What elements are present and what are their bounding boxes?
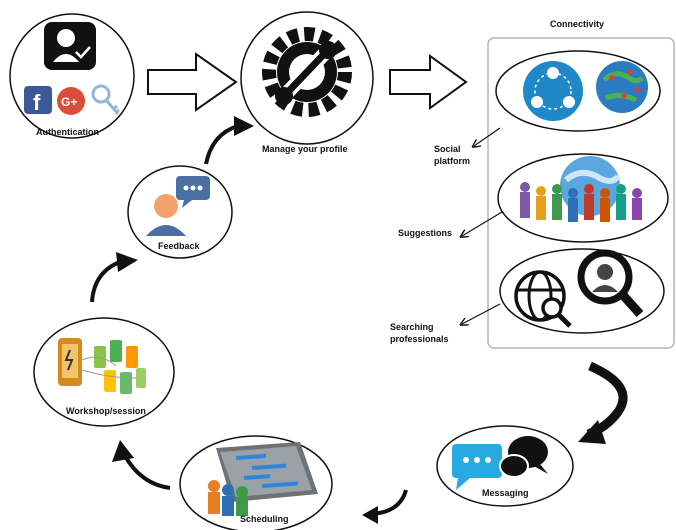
arrow-auth-to-profile — [147, 52, 238, 112]
searching-label-2: professionals — [390, 334, 449, 344]
crowd-globe-icon — [520, 156, 642, 222]
suggestions-pointer — [462, 211, 503, 236]
suggestions-label: Suggestions — [398, 228, 452, 238]
authentication-label: Authentication — [36, 127, 99, 137]
connectivity-title: Connectivity — [550, 19, 604, 29]
social-platform-node — [495, 50, 661, 132]
feedback-label: Feedback — [158, 241, 201, 251]
facebook-icon: f — [24, 86, 52, 115]
arrow-workshop-to-feedback-head — [116, 252, 138, 272]
workshop-label: Workshop/session — [66, 406, 146, 416]
svg-text:f: f — [33, 90, 41, 115]
social-platform-label-2: platform — [434, 156, 470, 166]
social-platform-label-1: Social — [434, 144, 461, 154]
chat-bubbles-icon — [452, 436, 548, 490]
user-check-icon — [44, 22, 96, 70]
arrow-connectivity-to-messaging — [586, 361, 628, 439]
svg-text:G+: G+ — [61, 95, 77, 109]
manage-profile-label: Manage your profile — [262, 144, 348, 154]
social-pointer — [474, 127, 501, 146]
messaging-label: Messaging — [482, 488, 529, 498]
feedback-person-icon — [146, 176, 210, 236]
manage-profile-node: Manage your profile — [240, 11, 374, 154]
network-people-icon — [523, 61, 583, 121]
person-search-icon — [577, 249, 644, 318]
messaging-node: Messaging — [436, 425, 574, 507]
suggestions-node — [497, 153, 669, 243]
arrow-profile-to-connectivity — [389, 54, 468, 110]
feedback-node: Feedback — [127, 165, 233, 259]
gear-wrench-icon — [262, 27, 352, 117]
arrow-workshop-to-feedback — [90, 260, 121, 303]
authentication-node: f G+ Authentication — [9, 13, 135, 139]
scheduling-label: Scheduling — [240, 514, 289, 524]
arrow-feedback-to-profile — [204, 124, 239, 165]
searching-professionals-node — [499, 248, 665, 334]
gantt-chart-icon — [208, 442, 318, 516]
arrow-feedback-to-profile-head — [234, 116, 254, 136]
globe-pins-icon — [596, 61, 648, 113]
arrow-scheduling-to-workshop-head — [112, 440, 134, 462]
workshop-node: Workshop/session — [33, 317, 175, 427]
key-icon — [91, 84, 120, 115]
searching-label-1: Searching — [390, 322, 434, 332]
arrow-connectivity-to-messaging-head — [578, 420, 606, 444]
searching-pointer — [462, 303, 501, 324]
arrow-scheduling-to-workshop — [122, 453, 171, 490]
arrow-messaging-to-scheduling-head — [362, 506, 378, 524]
google-plus-icon: G+ — [57, 87, 85, 115]
phones-icon — [58, 338, 146, 394]
scheduling-node: Scheduling — [179, 435, 333, 530]
web-search-icon — [514, 270, 572, 328]
